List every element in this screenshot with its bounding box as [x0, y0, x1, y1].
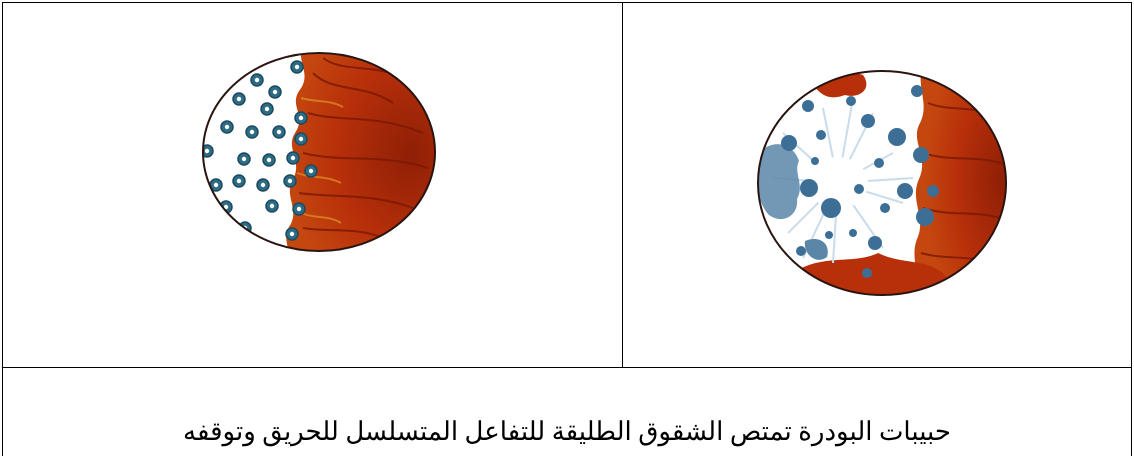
caption-cell: حبيبات البودرة تمتص الشقوق الطليقة للتفا… — [2, 367, 1132, 456]
left-illustration-cell — [2, 2, 624, 369]
right-illustration-cell — [622, 2, 1132, 369]
figure-caption: حبيبات البودرة تمتص الشقوق الطليقة للتفا… — [3, 417, 1131, 447]
powder-absorbing-radicals-illustration — [623, 3, 1129, 366]
powder-vs-flame-illustration — [3, 3, 621, 366]
